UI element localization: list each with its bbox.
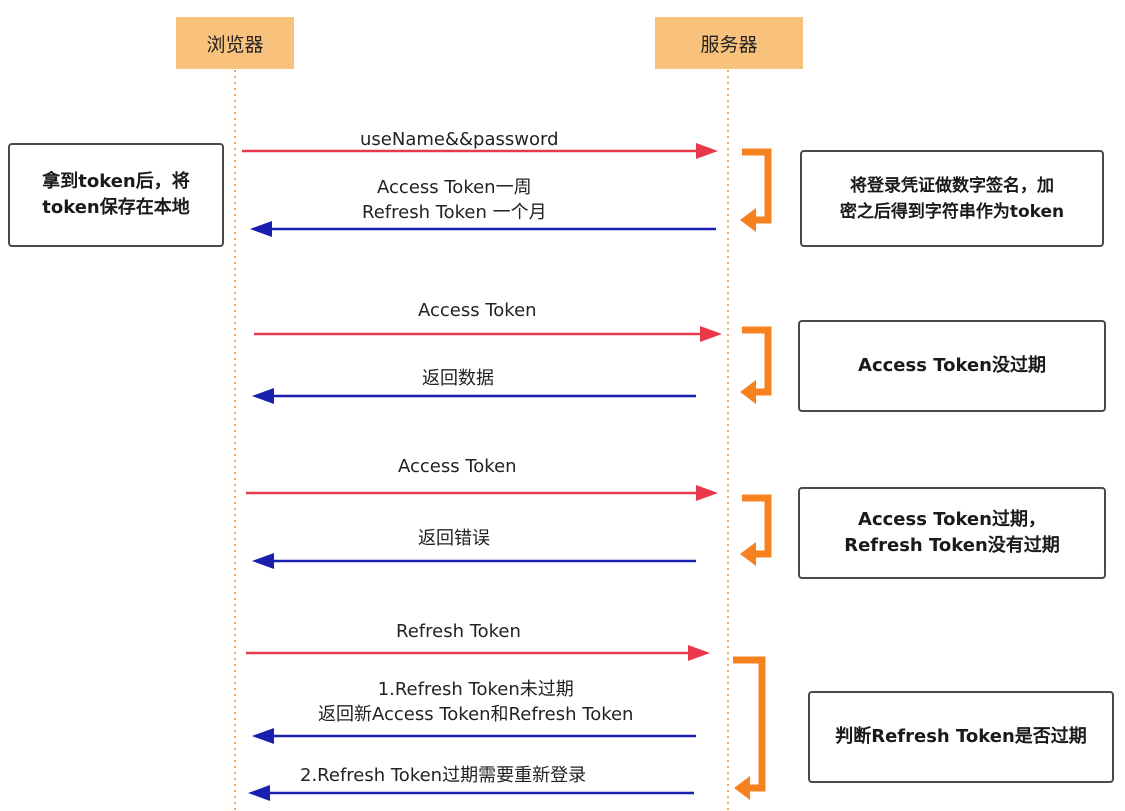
message-refresh-ok: 1.Refresh Token未过期 返回新Access Token和Refre… <box>318 677 633 727</box>
browser-actor: 浏览器 <box>176 17 294 69</box>
response-arrow-tokens <box>250 221 716 237</box>
message-issue-tokens-line1: Access Token一周 <box>377 177 532 198</box>
note-server-sign-line2: 密之后得到字符串作为token <box>839 201 1065 222</box>
request-arrow-access-2 <box>246 485 718 501</box>
message-refresh-ok-line1: 1.Refresh Token未过期 <box>377 679 574 700</box>
message-return-error: 返回错误 <box>418 528 490 549</box>
process-arrow-check-refresh <box>733 656 766 800</box>
note-access-valid: Access Token没过期 <box>798 320 1106 412</box>
request-arrow-refresh <box>246 645 710 661</box>
note-server-sign-line1: 将登录凭证做数字签名，加 <box>849 175 1054 196</box>
message-access-token-1: Access Token <box>418 300 537 321</box>
message-issue-tokens: Access Token一周 Refresh Token 一个月 <box>362 175 547 225</box>
message-refresh-ok-line2: 返回新Access Token和Refresh Token <box>318 704 634 725</box>
process-arrow-check-2 <box>740 494 772 566</box>
request-arrow-login <box>242 143 718 159</box>
note-access-valid-text: Access Token没过期 <box>858 355 1046 376</box>
request-arrow-access-1 <box>254 326 722 342</box>
message-login: useName&&password <box>360 129 559 150</box>
note-access-expired-line1: Access Token过期， <box>858 509 1046 530</box>
server-actor: 服务器 <box>655 17 803 69</box>
message-issue-tokens-line2: Refresh Token 一个月 <box>362 202 547 223</box>
note-check-refresh-text: 判断Refresh Token是否过期 <box>835 726 1087 747</box>
note-check-refresh: 判断Refresh Token是否过期 <box>808 691 1114 783</box>
note-server-sign: 将登录凭证做数字签名，加 密之后得到字符串作为token <box>800 150 1104 247</box>
process-arrow-sign <box>740 148 772 232</box>
note-access-expired-line2: Refresh Token没有过期 <box>844 535 1060 556</box>
response-arrow-refresh-expired <box>248 785 694 801</box>
message-access-token-2: Access Token <box>398 456 517 477</box>
note-browser-store-line1: 拿到token后，将 <box>42 171 190 192</box>
message-refresh-expired: 2.Refresh Token过期需要重新登录 <box>300 765 587 786</box>
browser-actor-label: 浏览器 <box>206 33 264 56</box>
server-actor-label: 服务器 <box>700 33 758 56</box>
response-arrow-data <box>252 388 696 404</box>
response-arrow-refresh-ok <box>252 728 696 744</box>
note-browser-store: 拿到token后，将 token保存在本地 <box>8 143 224 247</box>
response-arrow-error <box>252 553 696 569</box>
process-arrow-check-1 <box>740 326 772 404</box>
message-refresh-token: Refresh Token <box>396 621 521 642</box>
note-browser-store-line2: token保存在本地 <box>42 197 190 218</box>
message-return-data: 返回数据 <box>422 368 494 389</box>
note-access-expired: Access Token过期， Refresh Token没有过期 <box>798 487 1106 579</box>
